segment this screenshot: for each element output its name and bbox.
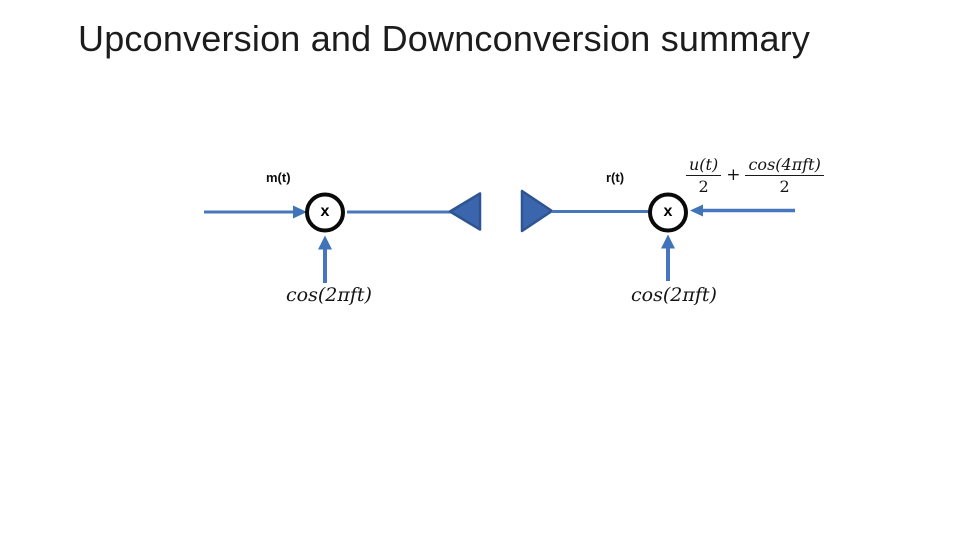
up-arrowhead-icon (318, 235, 332, 250)
left-arrowhead-icon (690, 204, 703, 217)
plus-operator: + (726, 165, 741, 186)
multiplier-symbol-upconversion: x (320, 203, 330, 220)
carrier-label-downconversion: cos(2πft) (631, 284, 717, 306)
fraction-1-denominator: 2 (698, 177, 709, 197)
carrier-label-upconversion: cos(2πft) (286, 284, 372, 306)
fraction-1-numerator: u(t) (686, 155, 722, 177)
fraction-2: cos(4πft) 2 (745, 155, 824, 197)
right-arrowhead-icon (293, 205, 307, 219)
message-signal-label: m(t) (266, 170, 291, 185)
fraction-1: u(t) 2 (686, 155, 722, 197)
downconversion-output-formula: u(t) 2 + cos(4πft) 2 (686, 155, 824, 197)
receive-antenna-icon (520, 189, 554, 233)
multiplier-symbol-downconversion: x (663, 203, 673, 220)
multiplier-circle-downconversion (648, 192, 688, 233)
fraction-2-denominator: 2 (779, 177, 790, 197)
multiplier-circle-upconversion (305, 192, 345, 233)
fraction-2-numerator: cos(4πft) (745, 155, 824, 177)
up-arrowhead-icon (661, 234, 675, 249)
received-signal-label: r(t) (606, 170, 625, 185)
transmit-antenna-icon (448, 192, 482, 231)
slide-title: Upconversion and Downconversion summary (78, 18, 811, 59)
